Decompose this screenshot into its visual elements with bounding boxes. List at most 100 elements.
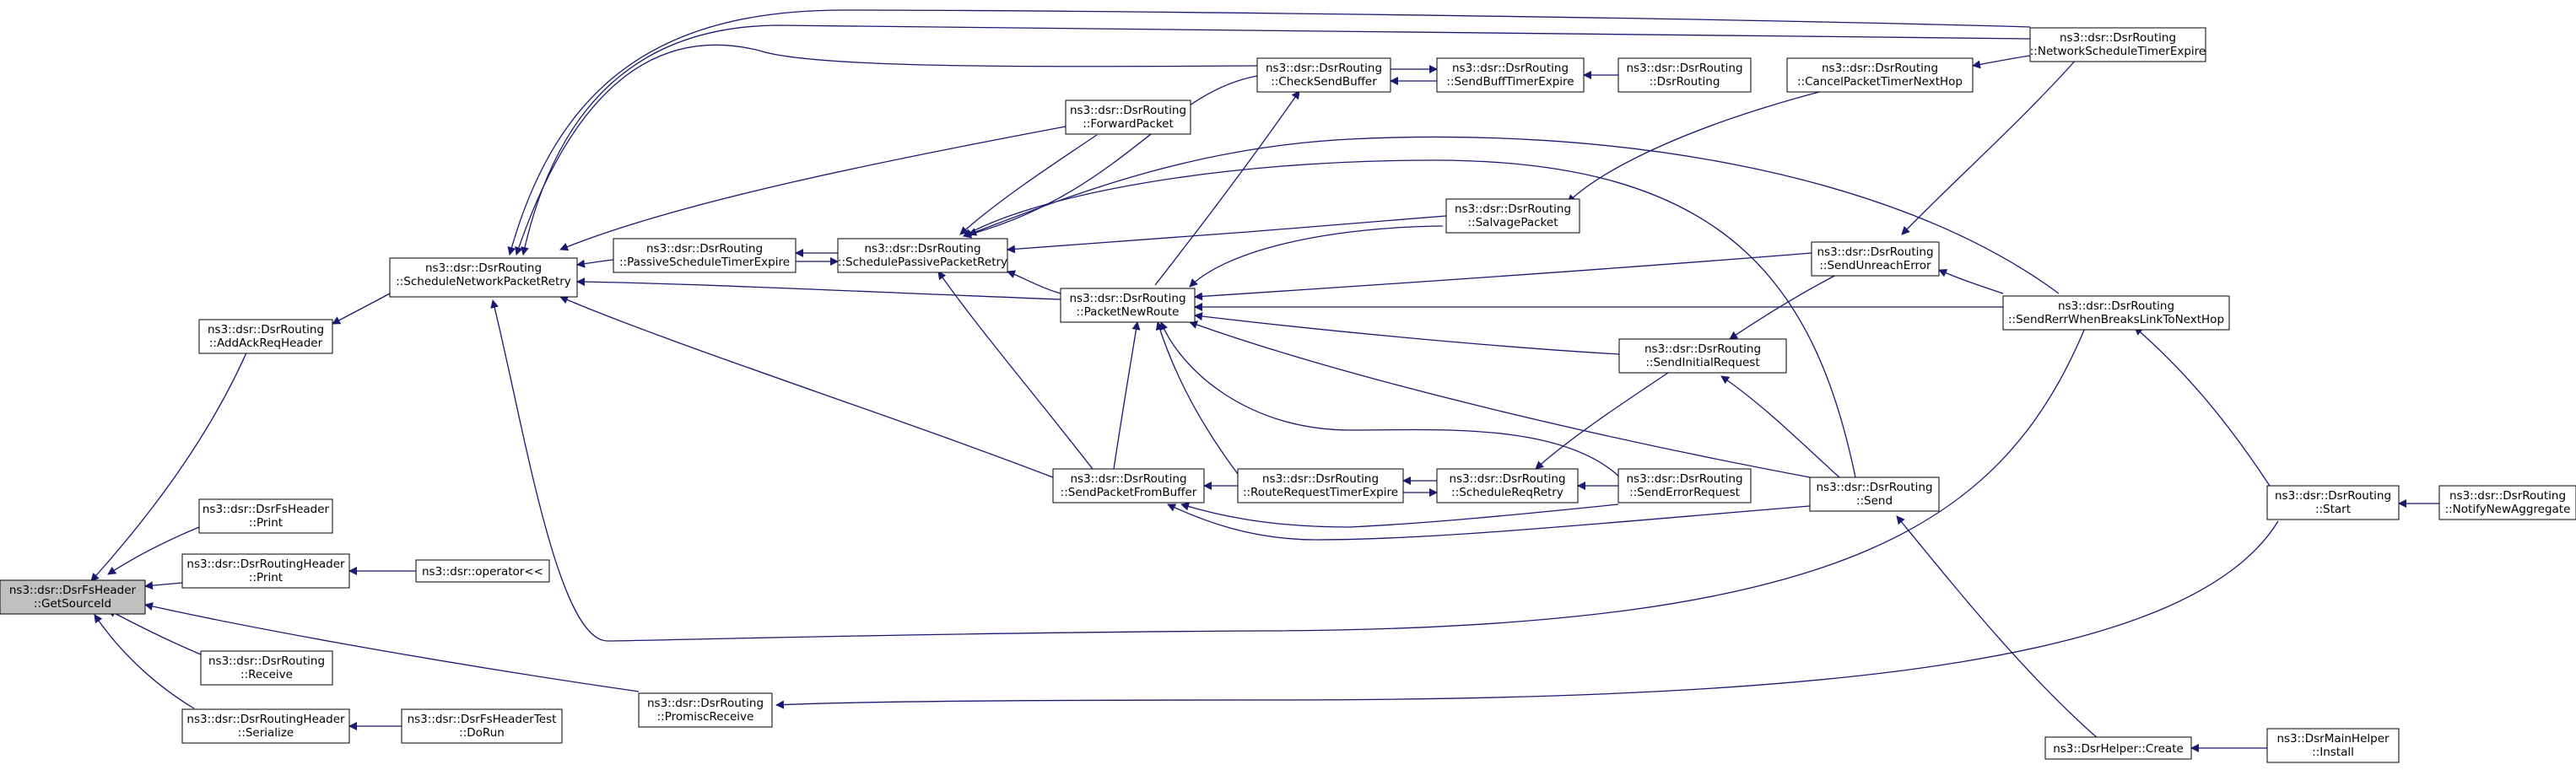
node-sendbufftimer[interactable]: ns3::dsr::DsrRouting::SendBuffTimerExpir… [1436, 57, 1585, 93]
node-label-line1: ns3::dsr::DsrRouting [2058, 299, 2174, 313]
node-label-line2: ::PassiveScheduleTimerExpire [619, 256, 790, 269]
node-label-line1: ns3::dsr::DsrRoutingHeader [186, 713, 345, 726]
node-box [1618, 338, 1787, 374]
node-label-line2: ::SendErrorRequest [1629, 486, 1740, 499]
node-box [2029, 27, 2206, 62]
edge-packetnewroute-to-schedulepassive [1007, 270, 1061, 294]
node-label-line1: ns3::dsr::DsrRouting [1817, 245, 1933, 259]
node-dorun[interactable]: ns3::dsr::DsrFsHeaderTest::DoRun [401, 708, 563, 744]
node-box [0, 579, 146, 615]
node-label-line1: ns3::dsr::DsrRouting [2275, 489, 2391, 503]
edge-promiscreceive-to-getsourceid [144, 602, 640, 692]
node-label-line2: ::CheckSendBuffer [1271, 75, 1377, 89]
node-sendunreacherror[interactable]: ns3::dsr::DsrRouting::SendUnreachError [1811, 241, 1940, 277]
edge-routingheaderprint-to-getsourceid [144, 581, 183, 590]
node-label-line2: ::SalvagePacket [1468, 216, 1558, 229]
edge-schedulenetwork-to-addackreqheader [332, 293, 391, 325]
node-box [2266, 728, 2400, 763]
node-routerequesttimer[interactable]: ns3::dsr::DsrRouting::RouteRequestTimerE… [1237, 468, 1404, 503]
edge-checksendbuffer-to-schedulepassive [963, 75, 1258, 239]
edge-sendinitialrequest-to-schedulereqretry [1535, 370, 1671, 470]
node-box [1436, 468, 1579, 503]
edge-start-to-promiscreceive [775, 520, 2279, 709]
node-helpercreate[interactable]: ns3::DsrHelper::Create [2044, 736, 2192, 760]
node-label-line2: ::NotifyNewAggregate [2445, 503, 2571, 516]
node-box [1256, 57, 1391, 93]
edge-sendunreacherror-to-packetnewroute [1194, 252, 1812, 301]
node-label-line1: ns3::dsr::DsrRouting [864, 242, 980, 256]
node-label-line2: ::GetSourceId [34, 597, 111, 611]
node-networkschedule[interactable]: ns3::dsr::DsrRouting::NetworkScheduleTim… [2029, 27, 2206, 62]
edge-salvagepacket-to-schedulepassive [1007, 215, 1447, 254]
edge-passiveschedule-to-schedulenetwork [576, 259, 614, 268]
node-label-line1: ns3::dsr::DsrRouting [1644, 342, 1761, 356]
edge-networkschedule-to-cancelpackettimer [1972, 55, 2031, 69]
node-dsrrouting[interactable]: ns3::dsr::DsrRouting::DsrRouting [1617, 57, 1752, 93]
node-label-line1: ns3::dsr::DsrRouting [1070, 104, 1186, 117]
node-label-line2: ::DoRun [459, 726, 505, 740]
node-schedulepassive[interactable]: ns3::dsr::DsrRouting::SchedulePassivePac… [837, 238, 1008, 273]
node-label-line2: ::SendPacketFromBuffer [1061, 486, 1197, 499]
edge-sendrerr-to-schedulepassive [968, 136, 2060, 294]
node-fsheaderprint[interactable]: ns3::dsr::DsrFsHeader::Print [198, 498, 333, 534]
edge-start-to-sendrerr [2134, 326, 2271, 487]
node-operator[interactable]: ns3::dsr::operator<< [415, 559, 550, 583]
edge-sendunreacherror-to-sendinitialrequest [1729, 272, 1840, 340]
node-label-line2: ::RouteRequestTimerExpire [1243, 486, 1398, 499]
node-sendpacketfrombuffer[interactable]: ns3::dsr::DsrRouting::SendPacketFromBuff… [1052, 468, 1205, 503]
node-passiveschedule[interactable]: ns3::dsr::DsrRouting::PassiveScheduleTim… [613, 238, 797, 273]
node-label-line1: ns3::dsr::DsrFsHeaderTest [408, 713, 557, 726]
node-box [1436, 57, 1585, 93]
node-schedulenetwork[interactable]: ns3::dsr::DsrRouting::ScheduleNetworkPac… [389, 257, 578, 298]
node-send[interactable]: ns3::dsr::DsrRouting::Send [1809, 477, 1940, 512]
node-notifynewaggregate[interactable]: ns3::dsr::DsrRouting::NotifyNewAggregate [2438, 485, 2576, 520]
node-box [2044, 736, 2192, 760]
node-box [2438, 485, 2576, 520]
node-cancelpackettimer[interactable]: ns3::dsr::DsrRouting::CancelPacketTimerN… [1786, 57, 1974, 93]
node-label-line2: ::Print [249, 516, 283, 530]
node-label-line1: ns3::dsr::DsrRouting [1449, 472, 1565, 486]
node-start[interactable]: ns3::dsr::DsrRouting::Start [2266, 485, 2400, 520]
node-label-line1: ns3::dsr::DsrRouting [1822, 62, 1938, 75]
node-receive[interactable]: ns3::dsr::DsrRouting::Receive [200, 650, 333, 686]
node-getsourceid[interactable]: ns3::dsr::DsrFsHeader::GetSourceId [0, 579, 146, 615]
node-label-line2: ::NetworkScheduleTimerExpire [2030, 45, 2206, 58]
node-install[interactable]: ns3::DsrMainHelper::Install [2266, 728, 2400, 763]
node-box [1809, 477, 1940, 512]
edge-send-to-sendinitialrequest [1720, 375, 1840, 478]
node-box [2002, 295, 2230, 331]
node-label-line2: ::CancelPacketTimerNextHop [1797, 75, 1963, 89]
node-sendinitialrequest[interactable]: ns3::dsr::DsrRouting::SendInitialRequest [1618, 338, 1787, 374]
node-box [415, 559, 550, 583]
node-senderrorrequest[interactable]: ns3::dsr::DsrRouting::SendErrorRequest [1617, 468, 1752, 503]
node-sendrerr[interactable]: ns3::dsr::DsrRouting::SendRerrWhenBreaks… [2002, 295, 2230, 331]
node-promiscreceive[interactable]: ns3::dsr::DsrRouting::PromiscReceive [638, 692, 773, 728]
node-box [401, 708, 563, 744]
node-label-line1: ns3::dsr::DsrRouting [208, 323, 324, 337]
node-label-line2: ::AddAckReqHeader [209, 337, 323, 350]
nodes: ns3::dsr::DsrFsHeader::GetSourceIdns3::d… [0, 27, 2576, 763]
node-packetnewroute[interactable]: ns3::dsr::DsrRouting::PacketNewRoute [1060, 288, 1196, 323]
node-schedulereqretry[interactable]: ns3::dsr::DsrRouting::ScheduleReqRetry [1436, 468, 1579, 503]
node-serialize[interactable]: ns3::dsr::DsrRoutingHeader::Serialize [181, 708, 350, 744]
node-checksendbuffer[interactable]: ns3::dsr::DsrRouting::CheckSendBuffer [1256, 57, 1391, 93]
node-label-line2: ::PacketNewRoute [1077, 305, 1180, 319]
node-label-line1: ns3::dsr::DsrRoutingHeader [186, 557, 345, 571]
node-box [1811, 241, 1940, 277]
node-label-line2: ::PromiscReceive [657, 710, 754, 724]
node-addackreqheader[interactable]: ns3::dsr::DsrRouting::AddAckReqHeader [198, 319, 333, 354]
edge-packetnewroute-to-schedulenetwork [576, 277, 1061, 300]
node-box [1060, 288, 1196, 323]
node-forwardpacket[interactable]: ns3::dsr::DsrRouting::ForwardPacket [1065, 100, 1191, 135]
node-label-line1: ns3::dsr::DsrRouting [425, 261, 542, 275]
edge-sendpacketfrombuffer-to-packetnewroute [1113, 321, 1141, 470]
node-box [198, 319, 333, 354]
node-label-line2: ::Receive [240, 668, 293, 681]
node-routingheaderprint[interactable]: ns3::dsr::DsrRoutingHeader::Print [181, 553, 350, 589]
node-label-line1: ns3::DsrHelper::Create [2053, 742, 2184, 756]
node-box [181, 708, 350, 744]
node-label-line1: ns3::dsr::DsrRouting [2449, 489, 2566, 503]
node-label-line1: ns3::dsr::DsrRouting [208, 654, 325, 668]
node-salvagepacket[interactable]: ns3::dsr::DsrRouting::SalvagePacket [1445, 198, 1580, 234]
node-label-line2: ::Serialize [238, 726, 294, 740]
